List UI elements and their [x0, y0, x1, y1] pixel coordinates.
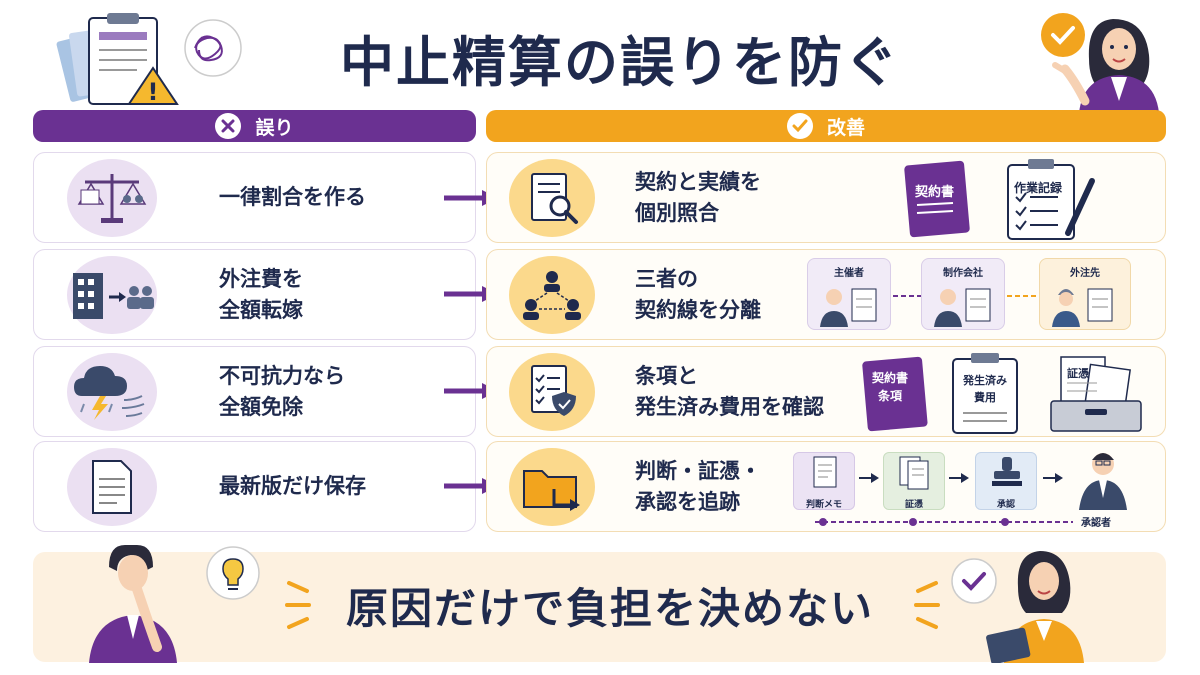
page-title: 中止精算の誤りを防ぐ — [340, 31, 900, 94]
contract-book-icon — [904, 160, 970, 238]
party-box-organizer: 主催者 — [807, 258, 891, 330]
improvement-text-1: 契約と実績を 個別照合 — [635, 170, 761, 225]
person-document-icon — [820, 288, 877, 327]
mistakes-header-label: 誤り — [255, 116, 294, 139]
party-label-organizer: 主催者 — [834, 268, 864, 279]
woman-clipboard-illustration — [951, 551, 1084, 663]
improvements-header: 改善 — [486, 110, 1166, 142]
work-log-label: 作業記録 — [1014, 181, 1063, 195]
party-box-subcontractor: 外注先 — [1039, 258, 1131, 330]
improvement-text-4: 判断・証憑・ 承認を追跡 — [635, 459, 761, 514]
document-search-icon — [509, 159, 595, 237]
evidence-documents-icon — [899, 456, 929, 490]
flow-arrow-icon — [859, 473, 879, 483]
party-label-subcontractor: 外注先 — [1070, 268, 1100, 279]
thinking-man-illustration — [89, 545, 260, 663]
documents-warning-illustration: ! — [56, 13, 242, 106]
sparkle-lines-left-icon — [285, 581, 311, 629]
flow-step-evidence: 証憑 — [883, 452, 945, 510]
contract-clause-label: 契約書 条項 — [872, 371, 909, 403]
memo-document-icon — [813, 456, 837, 488]
flow-arrow-icon — [1043, 473, 1063, 483]
mistake-card-2: 外注費を 全額転嫁 — [33, 249, 476, 340]
folder-export-icon — [509, 448, 595, 526]
document-icon — [67, 448, 157, 526]
mistake-card-1: 一律割合を作る — [33, 152, 476, 243]
scale-icon — [67, 159, 157, 237]
improvement-text-3: 条項と 発生済み費用を確認 — [635, 364, 824, 419]
approver-icon — [1079, 453, 1127, 510]
flow-label-evidence: 証憑 — [904, 500, 923, 510]
stamp-icon — [992, 457, 1022, 486]
improvement-card-1: 契約と実績を 個別照合 契約書 作業記録 — [486, 152, 1166, 243]
party-separator-lines — [893, 295, 1039, 297]
contract-clause-book-icon — [862, 356, 928, 432]
timeline-track — [815, 518, 1073, 526]
party-label-production: 制作会社 — [943, 268, 983, 279]
mistake-text-4: 最新版だけ保存 — [219, 474, 366, 499]
mistake-text-3: 不可抗力なら 全額免除 — [219, 364, 345, 419]
svg-text:!: ! — [148, 78, 159, 106]
building-outsource-icon — [67, 256, 157, 334]
check-icon — [786, 113, 813, 139]
incurred-cost-clipboard-icon — [952, 353, 1018, 434]
evidence-file-box-icon — [1050, 356, 1142, 432]
mistake-text-1: 一律割合を作る — [219, 185, 366, 210]
improvement-text-2: 三者の 契約線を分離 — [635, 267, 761, 322]
approver-label: 承認者 — [1081, 518, 1111, 529]
evidence-label: 証憑 — [1067, 367, 1089, 380]
checklist-shield-icon — [509, 353, 595, 431]
flow-step-approval: 承認 — [975, 452, 1037, 510]
cross-icon — [215, 113, 242, 139]
work-log-clipboard-icon — [1007, 159, 1095, 240]
party-box-production: 制作会社 — [921, 258, 1005, 330]
mistake-card-3: 不可抗力なら 全額免除 — [33, 346, 476, 437]
flow-label-approval: 承認 — [996, 500, 1015, 510]
contract-book-label: 契約書 — [915, 185, 955, 200]
incurred-cost-label: 発生済み 費用 — [963, 374, 1007, 404]
flow-arrow-icon — [949, 473, 969, 483]
worker-document-icon — [1052, 288, 1113, 327]
improvement-card-4: 判断・証憑・ 承認を追跡 判断メモ 証憑 承認 承認者 — [486, 441, 1166, 532]
person-document-icon — [934, 288, 991, 327]
improvements-header-label: 改善 — [826, 116, 865, 139]
improvement-card-2: 三者の 契約線を分離 主催者 制作会社 外注先 — [486, 249, 1166, 340]
woman-pointing-illustration — [1041, 13, 1159, 113]
sparkle-lines-right-icon — [914, 581, 940, 629]
storm-icon — [67, 353, 157, 431]
mistakes-header: 誤り — [33, 110, 476, 142]
mistake-text-2: 外注費を 全額転嫁 — [219, 267, 303, 322]
three-party-network-icon — [509, 256, 595, 334]
improvement-card-3: 条項と 発生済み費用を確認 契約書 条項 発生済み 費用 証憑 — [486, 346, 1166, 437]
slogan: 原因だけで負担を決めない — [345, 584, 874, 633]
flow-step-judgment-memo: 判断メモ — [793, 452, 855, 510]
flow-label-judgment-memo: 判断メモ — [805, 500, 842, 510]
mistake-card-4: 最新版だけ保存 — [33, 441, 476, 532]
